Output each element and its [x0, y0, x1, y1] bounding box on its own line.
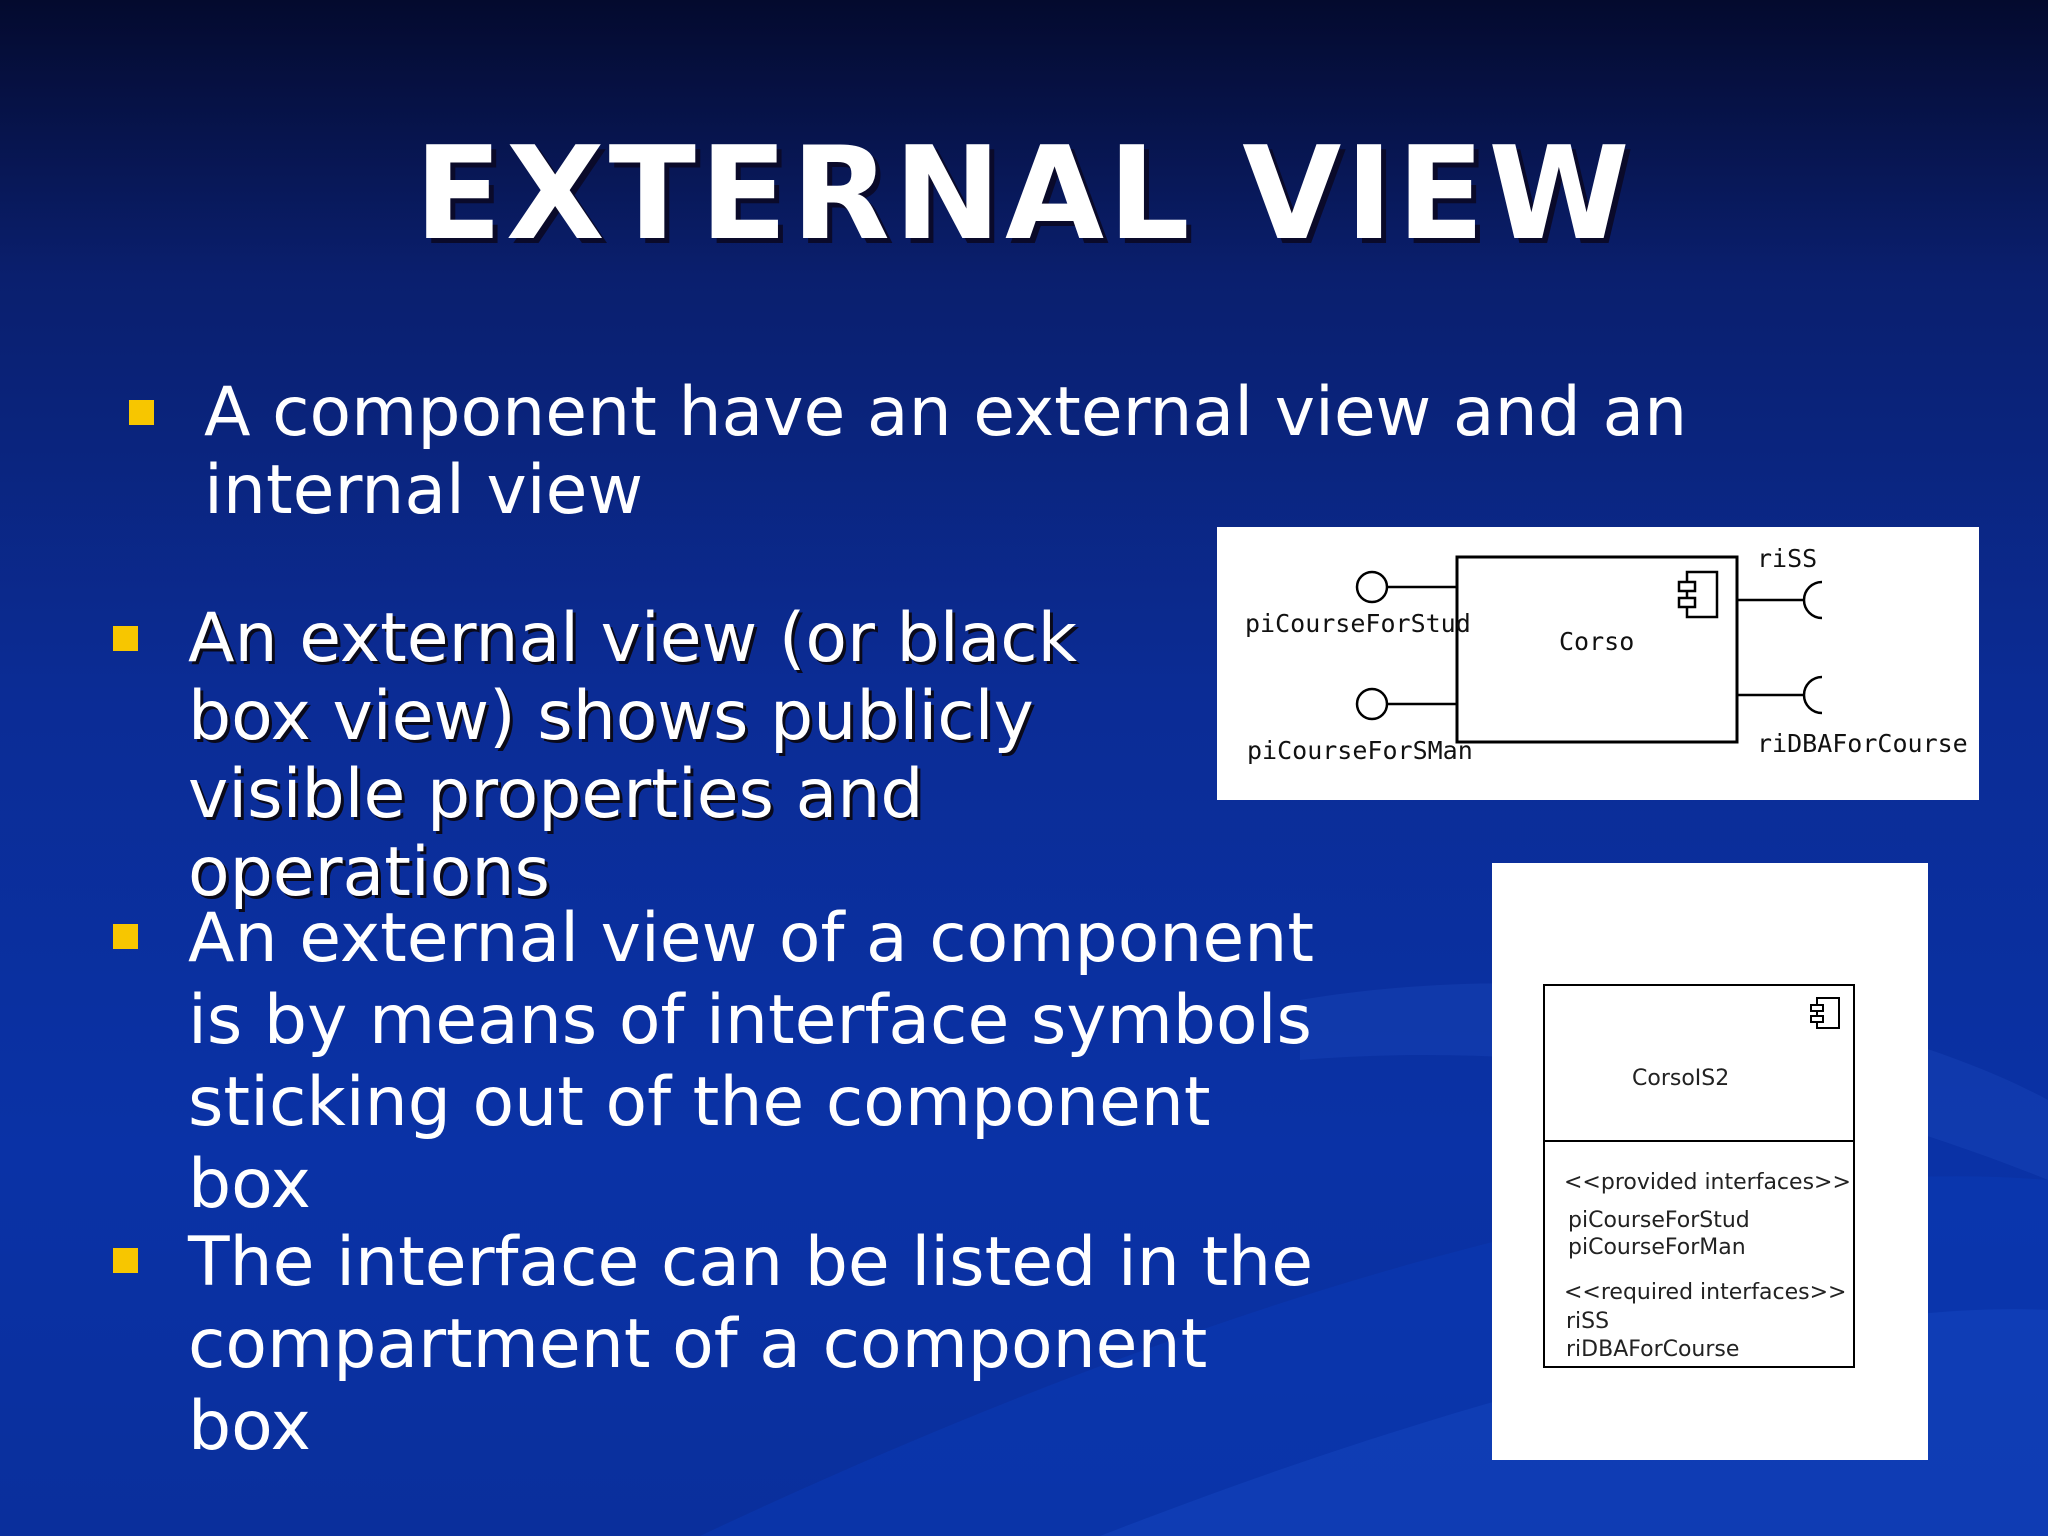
required-interface-label: riDBAForCourse	[1757, 729, 1968, 758]
component-name: CorsoIS2	[1632, 1066, 1729, 1091]
bullet-4-text: The interface can be listed in the compa…	[188, 1223, 1314, 1466]
provided-interfaces-header: <<provided interfaces>>	[1564, 1170, 1851, 1195]
provided-interface-item: piCourseForStud	[1568, 1208, 1750, 1233]
bullet-marker	[113, 626, 138, 651]
component-external-view-diagram: Corso piCourseForStud piCourseForSMan ri…	[1217, 527, 1979, 800]
required-interface-item: riDBAForCourse	[1566, 1337, 1739, 1362]
component-compartment-diagram: CorsoIS2 <<provided interfaces>> piCours…	[1492, 863, 1928, 1460]
bullet-2-text: An external view (or black box view) sho…	[188, 599, 1078, 912]
component-icon	[1677, 570, 1719, 619]
bullet-marker	[113, 1248, 138, 1273]
bullet-1-text: A component have an external view and an…	[204, 373, 1688, 530]
provided-interface-item: piCourseForMan	[1568, 1235, 1746, 1260]
provided-interface-lollipop-icon	[1355, 570, 1457, 604]
required-interface-item: riSS	[1566, 1309, 1609, 1334]
provided-interface-lollipop-icon	[1355, 687, 1457, 721]
provided-interface-label: piCourseForSMan	[1247, 736, 1473, 765]
bullet-3: An external view of a component is by me…	[113, 898, 1338, 1226]
component-box	[1543, 984, 1855, 1368]
bullet-marker	[129, 400, 154, 425]
required-interface-socket-icon	[1737, 580, 1823, 620]
bullet-4: The interface can be listed in the compa…	[113, 1222, 1338, 1468]
required-interface-label: riSS	[1757, 544, 1817, 573]
bullet-2: An external view (or black box view) sho…	[113, 599, 1188, 912]
provided-interface-label: piCourseForStud	[1245, 609, 1471, 638]
required-interfaces-header: <<required interfaces>>	[1564, 1280, 1847, 1305]
bullet-marker	[113, 924, 138, 949]
bullet-1: A component have an external view and an…	[129, 373, 1844, 530]
component-icon	[1810, 997, 1840, 1029]
slide-title: EXTERNAL VIEW	[414, 120, 1634, 269]
component-name: Corso	[1559, 627, 1634, 656]
bullet-3-text: An external view of a component is by me…	[188, 899, 1314, 1224]
required-interface-socket-icon	[1737, 675, 1823, 715]
